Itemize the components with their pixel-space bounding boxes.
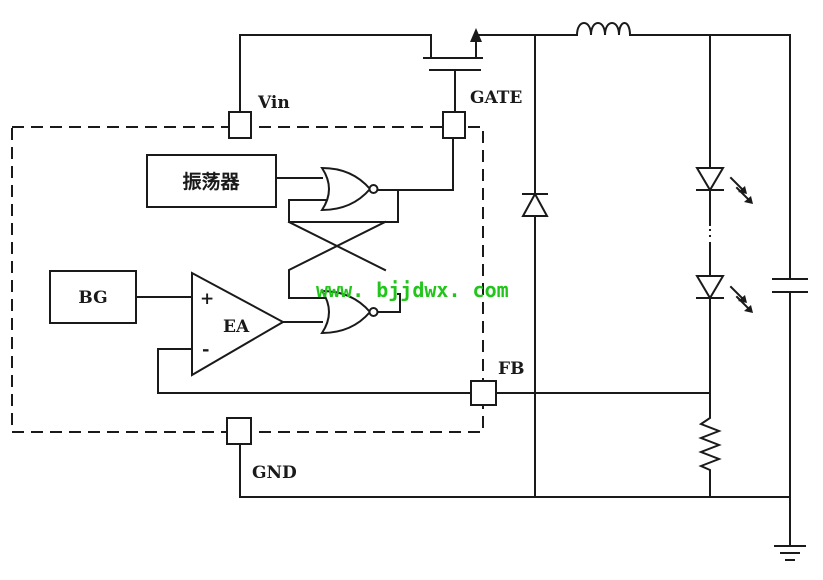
- wires: [135, 34, 791, 546]
- led-1-icon: [695, 167, 753, 204]
- sense-resistor-icon: [698, 411, 722, 475]
- vin-label: Vin: [257, 93, 290, 113]
- gate-pin: [442, 111, 466, 139]
- fb-pin: [470, 380, 497, 406]
- fb-label: FB: [498, 359, 524, 379]
- ea-minus-label: -: [202, 339, 209, 360]
- watermark-text: www. bjjdwx. com: [316, 278, 509, 302]
- error-amplifier-label: EA: [223, 317, 250, 337]
- nor-gate-1: [320, 166, 379, 212]
- vin-pin: [228, 111, 252, 139]
- oscillator-label: 振荡器: [182, 170, 240, 193]
- diode-icon: [521, 191, 549, 217]
- mosfet-switch: [423, 28, 483, 71]
- oscillator-block: [146, 154, 277, 208]
- gate-label: GATE: [470, 88, 522, 108]
- inductor-icon: [575, 22, 632, 37]
- capacitor-icon: [772, 278, 808, 293]
- bandgap-block: [49, 270, 137, 324]
- led-2-icon: [695, 275, 753, 313]
- nor-gate-2: [320, 289, 379, 335]
- ground-icon: [774, 545, 806, 561]
- gnd-pin: [226, 417, 252, 445]
- gnd-label: GND: [252, 463, 297, 483]
- error-amplifier: [191, 271, 286, 377]
- mosfet-arrow-icon: [470, 28, 482, 42]
- ea-plus-label: +: [200, 289, 214, 309]
- bandgap-label: BG: [78, 288, 107, 308]
